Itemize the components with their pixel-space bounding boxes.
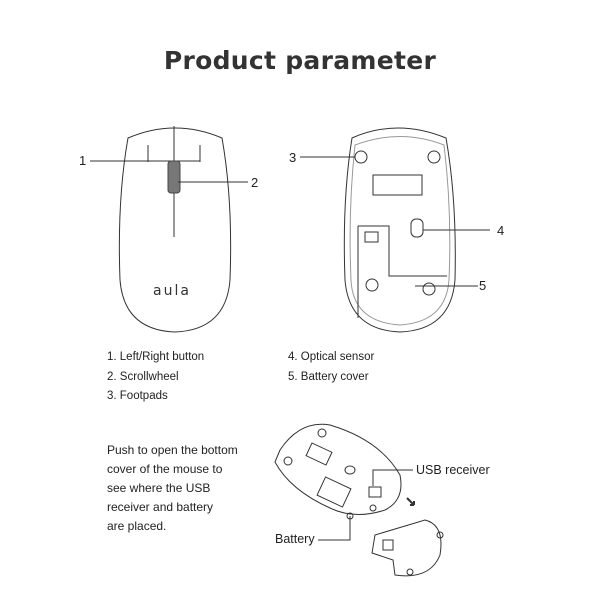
part-item: 4. Optical sensor [288, 351, 375, 363]
instruction-line: receiver and battery [107, 500, 214, 514]
parts-list-right: 4. Optical sensor 5. Battery cover [288, 348, 374, 387]
callout-3: 3 [289, 150, 297, 165]
instruction-line: Push to open the bottom [107, 443, 238, 457]
callout-4: 4 [497, 223, 505, 238]
instruction-line: cover of the mouse to [107, 462, 223, 476]
instruction-line: see where the USB [107, 481, 211, 495]
mouse-top-view: aula [90, 126, 248, 333]
part-item: 3. Footpads [107, 390, 168, 402]
parts-list-left: 1. Left/Right button 2. Scrollwheel 3. F… [107, 348, 204, 407]
callout-1: 1 [79, 153, 87, 168]
usb-receiver-label: USB receiver [416, 463, 490, 477]
instruction-line: are placed. [107, 519, 167, 533]
aula-logo: aula [153, 283, 191, 299]
part-item: 5. Battery cover [288, 370, 369, 383]
mouse-bottom-view [300, 127, 490, 333]
callout-5: 5 [479, 278, 487, 293]
instructions-text: Push to open the bottom cover of the mou… [107, 441, 267, 536]
battery-label: Battery [275, 532, 315, 546]
part-item: 2. Scrollwheel [107, 370, 179, 383]
mouse-exploded-view [274, 423, 444, 577]
callout-2: 2 [251, 175, 259, 190]
page-title: Product parameter [163, 46, 437, 75]
part-item: 1. Left/Right button [107, 351, 205, 363]
